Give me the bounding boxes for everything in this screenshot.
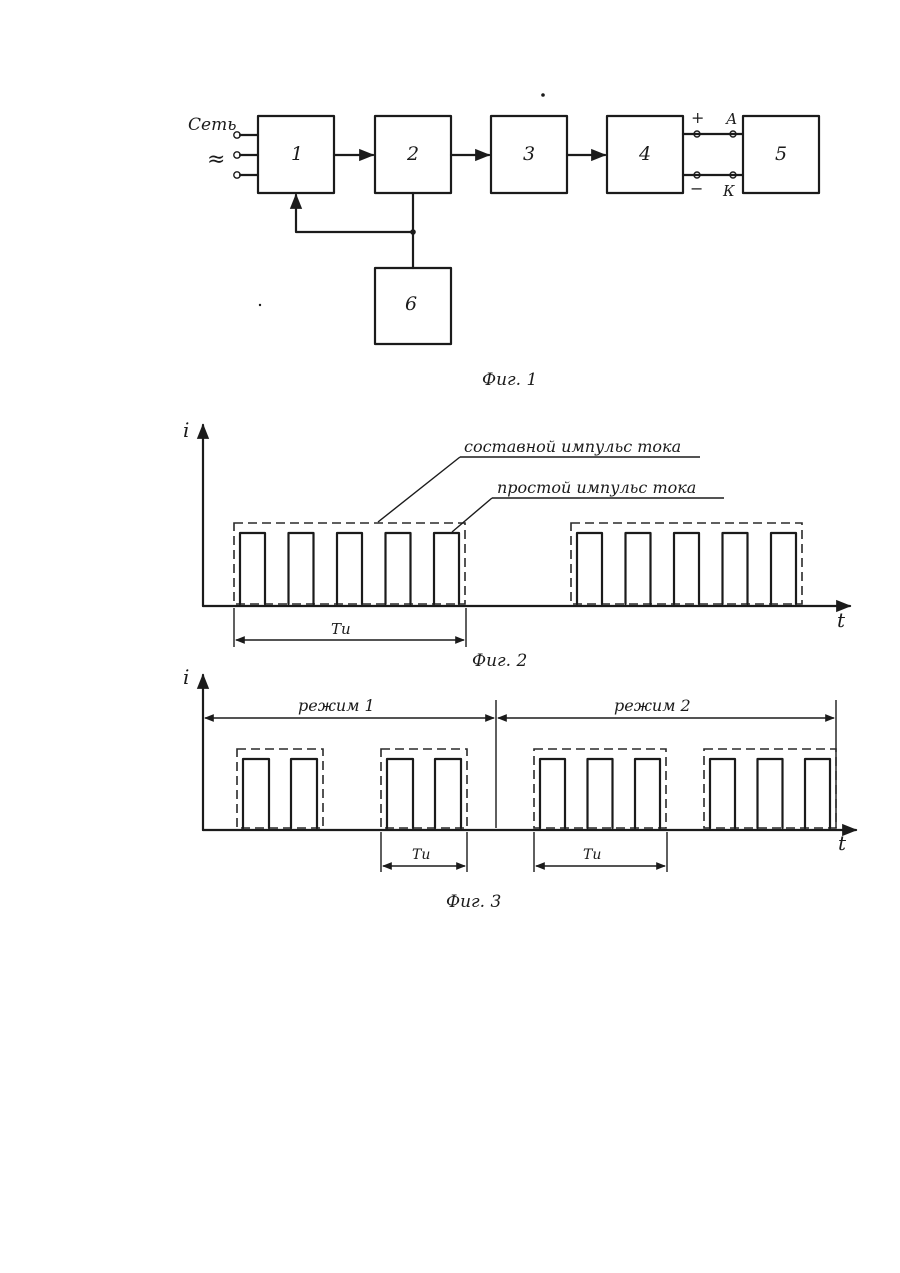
block-2-label: 2 xyxy=(406,143,419,165)
composite-pulse-group xyxy=(234,523,465,604)
composite-pulse-envelope xyxy=(237,749,323,828)
simple-pulse xyxy=(771,533,796,604)
simple-pulse xyxy=(291,759,317,828)
ac-symbol: ≈ xyxy=(207,147,225,172)
simple-pulse xyxy=(674,533,699,604)
simple-pulse xyxy=(758,759,783,828)
simple-pulse xyxy=(289,533,314,604)
simple-pulse xyxy=(635,759,660,828)
simple-pulse xyxy=(805,759,830,828)
feedback-to-block-1 xyxy=(296,195,413,232)
composite-pulse-label: составной импульс тока xyxy=(464,437,681,456)
composite-pulse-envelope xyxy=(704,749,836,828)
composite-pulse-envelope xyxy=(381,749,467,828)
minus-sign: − xyxy=(690,179,703,198)
fig3-period2-label: Tи xyxy=(583,847,601,863)
fig3-period1-label: Tи xyxy=(412,847,430,863)
fig3-caption: Фиг. 3 xyxy=(446,892,501,912)
fig2-x-axis-label: t xyxy=(837,608,846,632)
fig3-pulse-diagram: i t режим 1 режим 2 Tи Tи Фиг. 3 xyxy=(183,665,856,912)
simple-pulse-label: простой импульс тока xyxy=(497,478,696,497)
fig2-caption: Фиг. 2 xyxy=(472,651,527,671)
network-label: Сеть xyxy=(188,115,236,135)
simple-pulse xyxy=(723,533,748,604)
simple-pulse xyxy=(540,759,565,828)
fig2-pulse-diagram: i t составной импульс тока простой импул… xyxy=(183,418,850,671)
mode2-label: режим 2 xyxy=(614,696,691,715)
cathode-label: К xyxy=(722,182,735,200)
mode1-label: режим 1 xyxy=(298,696,375,715)
simple-pulse xyxy=(240,533,265,604)
simple-pulse xyxy=(710,759,735,828)
fig2-y-axis-label: i xyxy=(183,418,189,442)
plus-sign: + xyxy=(691,108,704,127)
network-terminals xyxy=(234,132,258,178)
simple-pulse xyxy=(387,759,413,828)
mode2-pulse-group xyxy=(534,749,666,828)
simple-pulse-leader xyxy=(452,498,492,532)
simple-pulse xyxy=(337,533,362,604)
anode-label: А xyxy=(725,110,737,128)
block-5-label: 5 xyxy=(775,143,787,165)
output-terminals: + − А К xyxy=(683,108,743,200)
fig2-period-label: Tи xyxy=(331,620,351,638)
fig1-caption: Фиг. 1 xyxy=(482,370,537,390)
composite-pulse-group xyxy=(571,523,802,604)
simple-pulse xyxy=(243,759,269,828)
block-4-label: 4 xyxy=(638,143,651,165)
scan-speck xyxy=(259,304,261,306)
mode2-pulse-group xyxy=(704,749,836,828)
simple-pulse xyxy=(577,533,602,604)
fig3-pulse-trains xyxy=(237,749,836,828)
block-3-label: 3 xyxy=(523,143,535,165)
mode1-pulse-group xyxy=(381,749,467,828)
fig2-pulse-trains xyxy=(234,523,802,604)
composite-pulse-leader xyxy=(378,457,460,522)
composite-pulse-envelope xyxy=(234,523,465,604)
block-6-label: 6 xyxy=(405,293,417,315)
composite-pulse-envelope xyxy=(534,749,666,828)
simple-pulse xyxy=(626,533,651,604)
fig3-x-axis-label: t xyxy=(838,831,847,855)
simple-pulse xyxy=(434,533,459,604)
simple-pulse xyxy=(435,759,461,828)
composite-pulse-envelope xyxy=(571,523,802,604)
fig3-y-axis-label: i xyxy=(183,665,189,689)
scan-speck xyxy=(541,93,545,97)
simple-pulse xyxy=(386,533,411,604)
simple-pulse xyxy=(588,759,613,828)
mode1-pulse-group xyxy=(237,749,323,828)
fig1-block-diagram: Сеть ≈ 1 2 3 4 5 6 xyxy=(188,108,819,390)
block-1-label: 1 xyxy=(291,143,303,165)
